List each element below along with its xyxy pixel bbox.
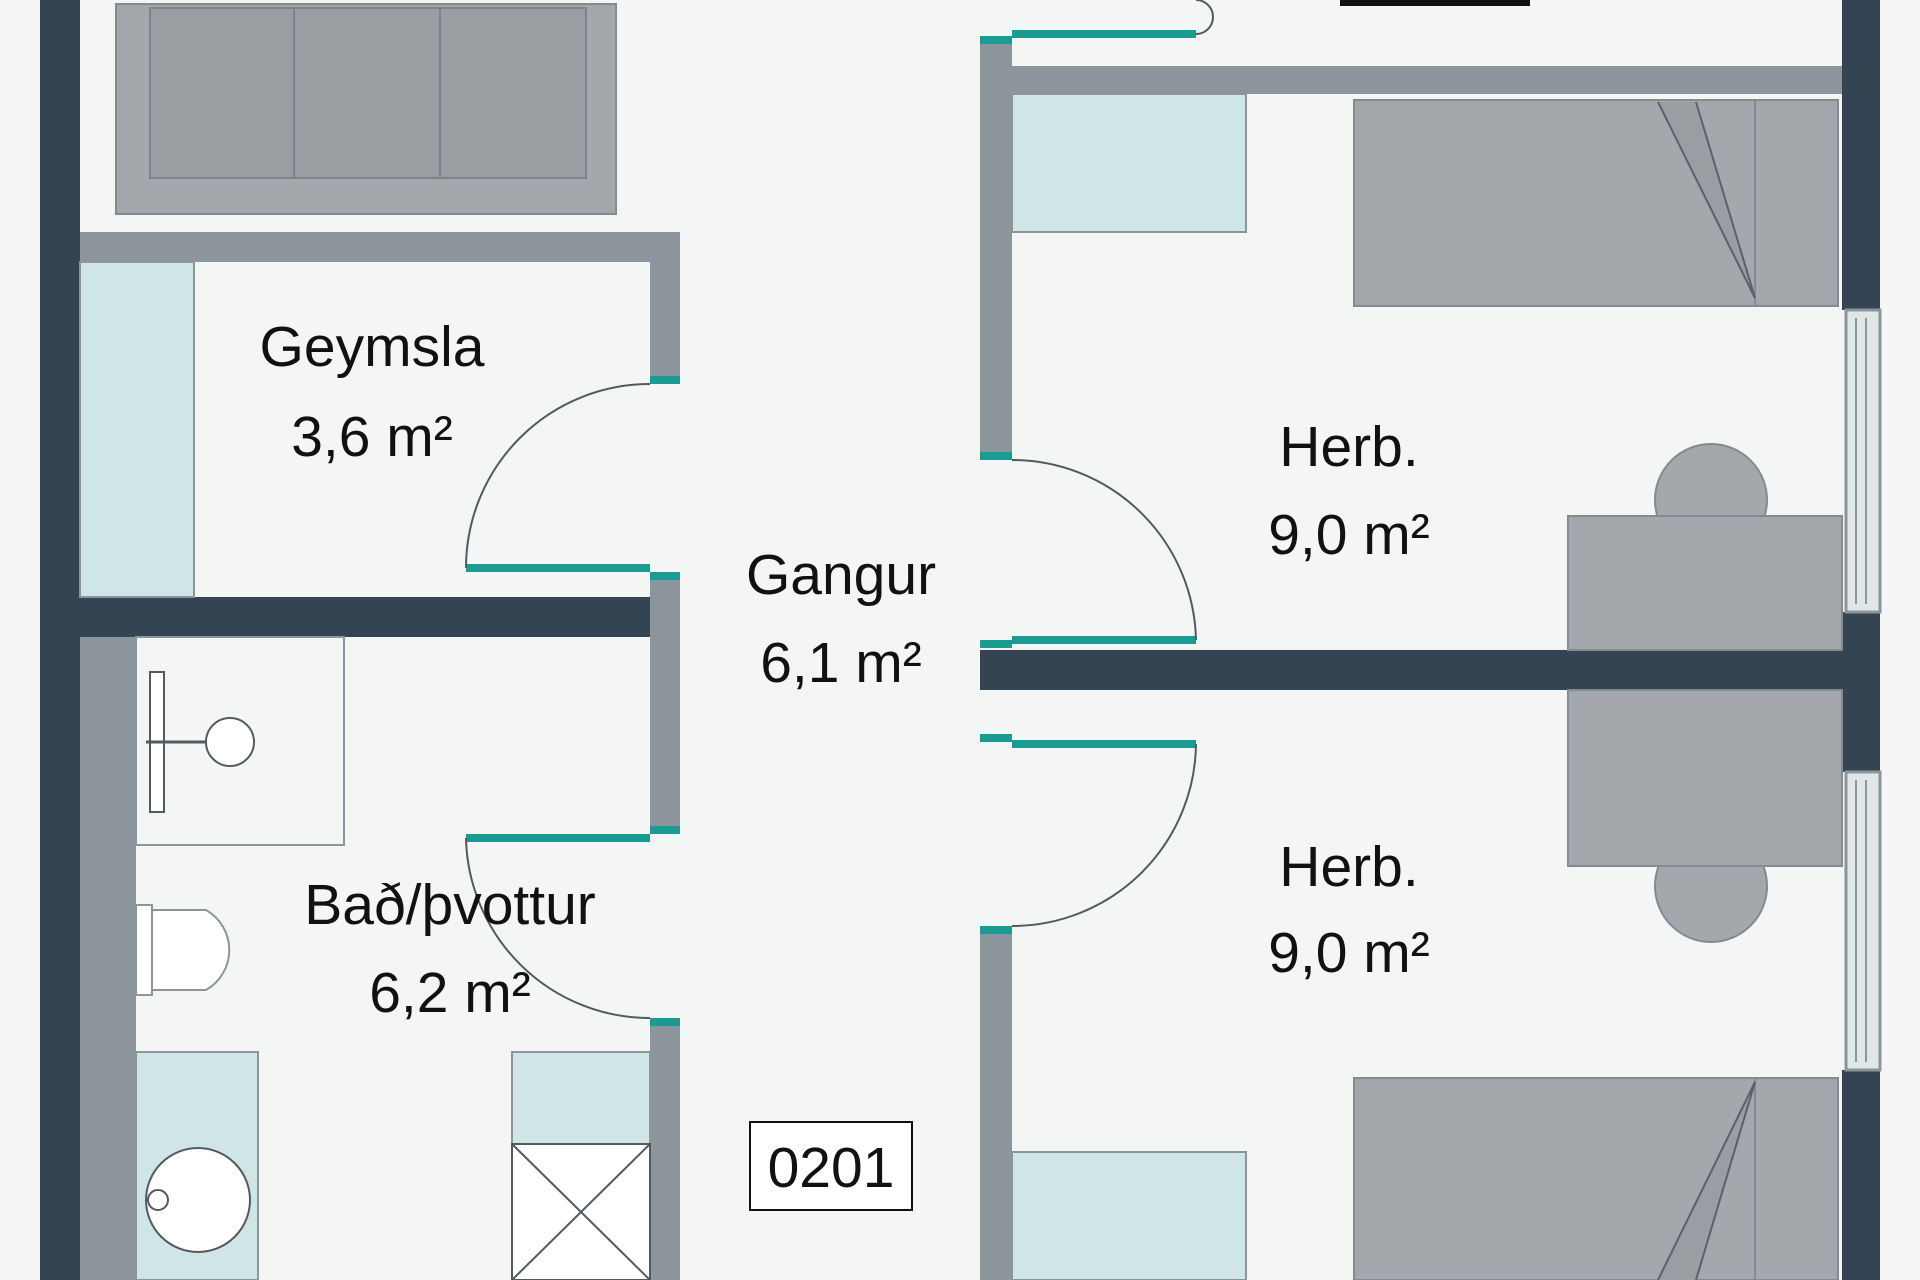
room-name-herb-lower: Herb. bbox=[1279, 835, 1418, 899]
room-area-geymsla: 3,6 m² bbox=[291, 405, 453, 469]
exterior-wall-right-mid bbox=[1842, 612, 1880, 772]
room-area-gangur: 6,1 m² bbox=[760, 631, 922, 695]
room-name-gangur: Gangur bbox=[746, 543, 936, 607]
door-jambs bbox=[650, 36, 1012, 1026]
exterior-wall-right-bottom bbox=[1842, 1070, 1880, 1280]
bed-upper bbox=[1353, 99, 1839, 307]
wall-hall-right-top bbox=[980, 42, 1012, 456]
bed-lower bbox=[1353, 1077, 1839, 1280]
door-storage bbox=[465, 383, 651, 572]
wall-hall-left-bottom bbox=[650, 1020, 680, 1280]
wardrobe-bedroom-lower bbox=[1011, 1151, 1247, 1280]
sofa bbox=[115, 3, 617, 215]
bathroom-sink bbox=[135, 636, 345, 846]
wall-hall-left-mid bbox=[650, 572, 680, 832]
room-name-herb-upper: Herb. bbox=[1279, 415, 1418, 479]
storage-shelf bbox=[79, 261, 195, 598]
wall-storage-top bbox=[80, 232, 680, 262]
wall-hall-right-bottom bbox=[980, 926, 1012, 1280]
shower bbox=[511, 1051, 651, 1280]
wall-bath-inner-left bbox=[80, 637, 136, 1280]
wardrobe-bedroom-upper bbox=[1011, 93, 1247, 233]
window-right-lower bbox=[1844, 770, 1882, 1072]
room-area-bathroom: 6,2 m² bbox=[369, 961, 531, 1025]
wall-storage-right bbox=[650, 232, 680, 378]
room-name-geymsla: Geymsla bbox=[260, 315, 485, 379]
wall-bathroom-top bbox=[80, 597, 650, 637]
room-name-bathroom: Bað/þvottur bbox=[304, 873, 596, 937]
window-right-upper bbox=[1844, 308, 1882, 614]
unit-number-box: 0201 bbox=[749, 1121, 913, 1211]
room-area-herb-lower: 9,0 m² bbox=[1268, 921, 1430, 985]
wall-top-bedroom bbox=[1012, 66, 1842, 94]
unit-number: 0201 bbox=[768, 1136, 895, 1200]
door-bathroom bbox=[465, 834, 651, 1019]
desk-with-chairs bbox=[1567, 443, 1843, 943]
exterior-wall-right-top bbox=[1842, 0, 1880, 310]
toilet bbox=[135, 904, 231, 996]
door-bedroom-upper bbox=[1011, 459, 1197, 644]
door-top-right bbox=[1012, 0, 1214, 38]
wall-bedroom-divider bbox=[980, 650, 1842, 690]
room-area-herb-upper: 9,0 m² bbox=[1268, 503, 1430, 567]
exterior-wall-left bbox=[40, 0, 80, 1280]
door-bedroom-lower bbox=[1011, 740, 1197, 927]
washing-machine bbox=[135, 1051, 259, 1280]
partial-room-label bbox=[1340, 0, 1530, 6]
